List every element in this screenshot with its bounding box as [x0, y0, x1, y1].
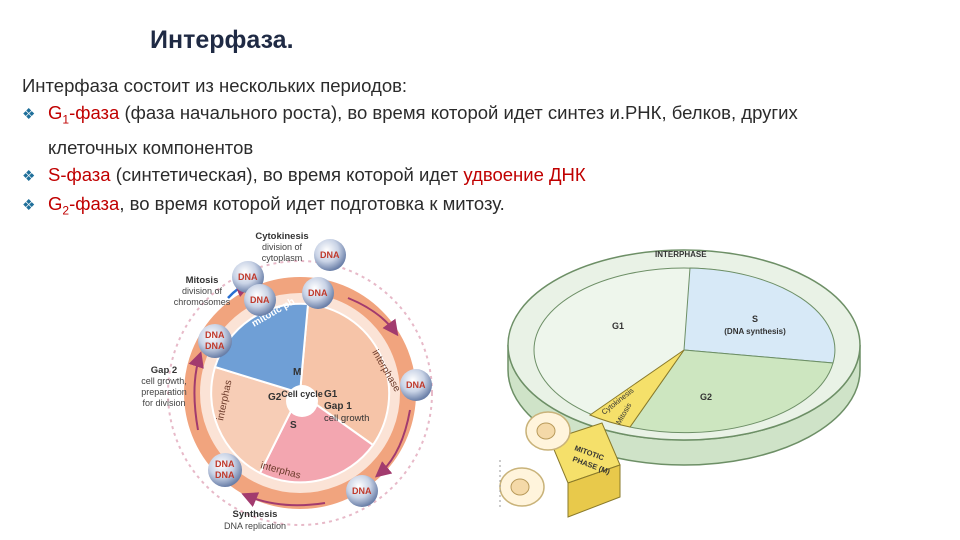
g2-text: , во время которой идет подготовка к мит…: [119, 193, 505, 214]
g1-text: (фаза начального роста), во время которо…: [119, 102, 797, 123]
list-item-g1-continued: клеточных компонентов: [22, 134, 947, 161]
center-label: Cell cycle: [281, 389, 323, 399]
m-label: M: [293, 367, 301, 378]
mitosis-label: Mitosis: [186, 275, 219, 286]
dna-ball-icon: DNA: [400, 369, 432, 401]
intro-line: Интерфаза состоит из нескольких периодов…: [22, 72, 947, 99]
s-sub-label: (DNA synthesis): [724, 327, 786, 336]
slide-title: Интерфаза.: [150, 26, 294, 55]
bullet-icon: ❖: [22, 101, 48, 128]
svg-text:DNA: DNA: [250, 295, 270, 305]
svg-text:DNA: DNA: [205, 341, 225, 351]
synthesis-label: Synthesis: [233, 509, 278, 520]
g2-label: G2: [700, 392, 712, 402]
s-label: S: [752, 314, 758, 324]
g1-inner-label: G1: [324, 389, 338, 400]
cell-icon: [500, 468, 544, 506]
cell-cycle-diagram: M G1 G2 S Gap 1 cell growth Cell cycle m…: [120, 225, 460, 540]
g2-inner-label: G2: [268, 392, 282, 403]
svg-text:DNA: DNA: [215, 470, 235, 480]
svg-text:DNA: DNA: [320, 250, 340, 260]
g1-label: G1: [612, 321, 624, 331]
bullet-icon: ❖: [22, 192, 48, 219]
s-label: S: [290, 420, 297, 431]
bullet-icon: ❖: [22, 163, 48, 190]
svg-text:DNA: DNA: [215, 459, 235, 469]
dna-ball-icon: DNA: [244, 284, 276, 316]
slide-body: Интерфаза состоит из нескольких периодов…: [22, 72, 947, 224]
cytokinesis-label: Cytokinesis: [255, 231, 308, 242]
synthesis-sub: DNA replication: [224, 521, 286, 531]
g2-term: G2-фаза: [48, 193, 119, 214]
gap2-sub3: for division: [142, 398, 185, 408]
mitosis-sub1: division of: [182, 286, 223, 296]
gap2-sub2: preparation: [141, 387, 187, 397]
gap1-label: Gap 1: [324, 401, 352, 412]
dna-ball-icon: DNA: [314, 239, 346, 271]
gap1-sub: cell growth: [324, 413, 369, 424]
mitosis-sub2: chromosomes: [174, 297, 231, 307]
list-item-g1: ❖G1-фаза (фаза начального роста), во вре…: [22, 99, 947, 134]
interphase-disk-diagram: INTERPHASE G1 S (DNA synthesis) G2 Cytok…: [490, 235, 870, 535]
cell-icon: [526, 412, 570, 450]
svg-text:DNA: DNA: [406, 380, 426, 390]
svg-text:DNA: DNA: [352, 486, 372, 496]
cytokinesis-sub2: cytoplasm: [262, 253, 303, 263]
s-term: S-фаза: [48, 164, 111, 185]
interphase-label: INTERPHASE: [655, 250, 707, 259]
svg-text:DNA: DNA: [205, 330, 225, 340]
svg-text:DNA: DNA: [238, 272, 258, 282]
list-item-s: ❖S-фаза (синтетическая), во время которо…: [22, 161, 947, 190]
gap2-sub1: cell growth,: [141, 376, 187, 386]
cytokinesis-sub1: division of: [262, 242, 303, 252]
g1-term: G1-фаза: [48, 102, 119, 123]
dna-doubling: удвоение ДНК: [463, 164, 585, 185]
dna-ball-icon: DNA: [302, 277, 334, 309]
dna-ball-icon: DNA: [346, 475, 378, 507]
gap2-label: Gap 2: [151, 365, 177, 376]
svg-text:DNA: DNA: [308, 288, 328, 298]
s-text: (синтетическая), во время которой идет: [111, 164, 464, 185]
list-item-g2: ❖G2-фаза, во время которой идет подготов…: [22, 190, 947, 225]
